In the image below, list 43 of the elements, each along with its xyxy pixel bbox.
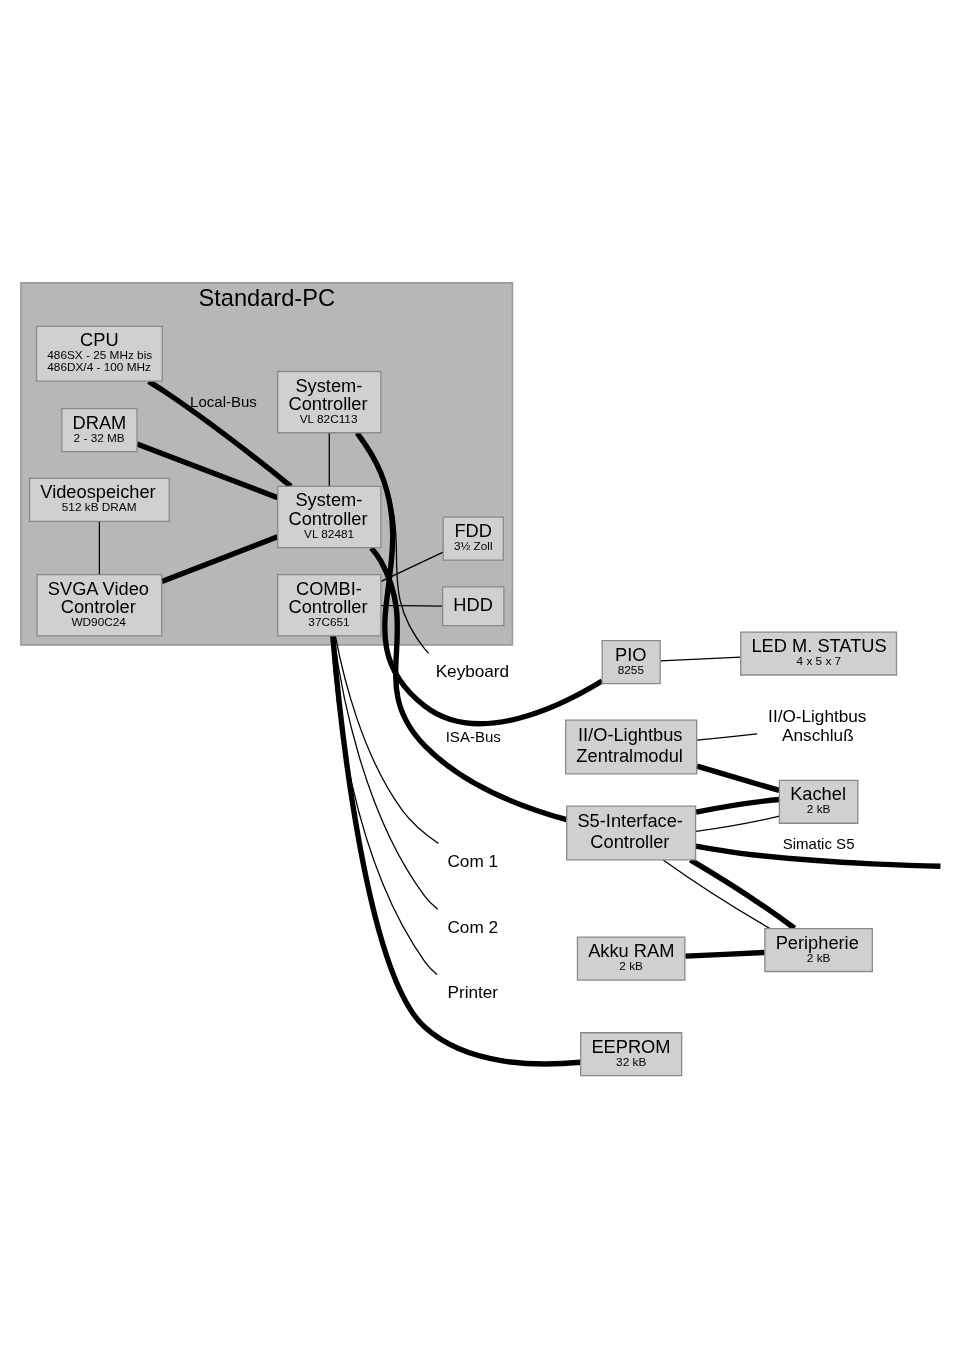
connector	[334, 635, 440, 845]
node-box: PIO 8255	[601, 639, 661, 685]
edge-label: Simatic S5	[782, 835, 855, 853]
connector	[380, 604, 443, 607]
connector	[328, 432, 330, 487]
node-text: Com 1	[447, 851, 499, 872]
node-box: SVGA Video Controler WD90C24	[36, 573, 163, 637]
connector	[685, 949, 765, 959]
node-text: II/O-Lightbus Anschluß	[768, 706, 867, 746]
node-box: Kachel 2 kB	[778, 779, 859, 824]
node-box: FDD 3½ Zoll	[442, 516, 504, 561]
connector	[330, 635, 581, 1067]
node-box: CPU 486SX - 25 MHz bis 486DX/4 - 100 MHz	[35, 325, 163, 382]
connector	[696, 763, 780, 793]
connector	[696, 733, 758, 741]
connector	[689, 857, 797, 931]
connector	[147, 379, 293, 489]
node-text: Keyboard	[435, 660, 510, 681]
node-box: System-Controller VL 82481	[277, 485, 382, 549]
connector	[695, 843, 941, 869]
connector	[330, 635, 438, 976]
node-box: HDD	[441, 586, 505, 627]
connector	[333, 635, 439, 910]
node-box: LED M. STATUS 4 x 5 x 7	[740, 631, 898, 676]
node-box: II/O-Lightbus Zentralmodul	[565, 719, 698, 775]
node-box: DRAM 2 - 32 MB	[61, 407, 138, 453]
node-box: S5-Interface-Controller	[566, 805, 697, 861]
connector	[136, 441, 279, 501]
node-box: Peripherie 2 kB	[764, 927, 873, 973]
edge-label: ISA-Bus	[445, 727, 501, 745]
node-text: Printer	[447, 982, 499, 1003]
node-box: System-Controller VL 82C113	[277, 370, 382, 434]
connector	[380, 551, 444, 582]
node-box: COMBI-Controller 37C651	[277, 573, 382, 637]
connector	[659, 656, 742, 662]
connector	[160, 534, 279, 584]
node-text: Com 2	[447, 916, 499, 937]
edge-label: Local-Bus	[190, 392, 257, 410]
connector	[695, 815, 780, 833]
node-box: Akku RAM 2 kB	[576, 936, 686, 981]
node-box: Videospeicher 512 kB DRAM	[28, 477, 170, 523]
node-box: EEPROM 32 kB	[580, 1032, 683, 1077]
connector	[695, 796, 780, 815]
